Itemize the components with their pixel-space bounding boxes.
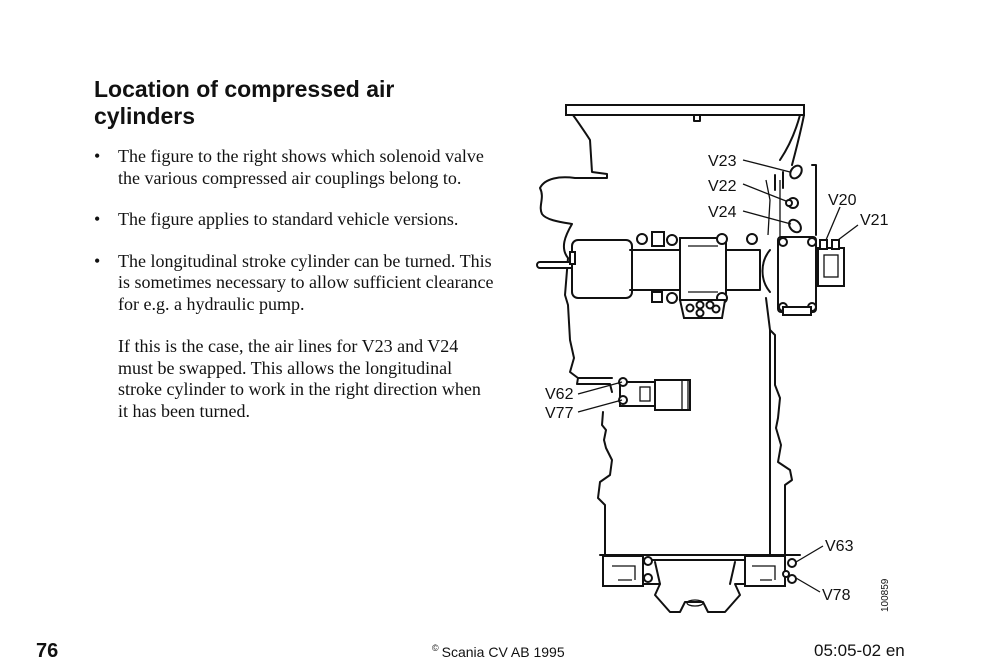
bullet-marker: •	[94, 146, 101, 166]
bullet-item: • The longitudinal stroke cylinder can b…	[94, 251, 494, 423]
split-cylinder	[629, 231, 771, 319]
pto-cylinder	[577, 377, 691, 411]
leader-v22	[742, 183, 787, 202]
bullet-text: The longitudinal stroke cylinder can be …	[118, 250, 494, 314]
housing-outline-left-lower	[597, 411, 613, 556]
leader-v23	[742, 159, 791, 173]
callout-v23: V23	[708, 153, 737, 170]
figure-number: 100859	[880, 578, 891, 612]
leader-v62	[577, 381, 623, 395]
callout-v24: V24	[708, 204, 737, 221]
gearbox-diagram: V23 V22 V24 V20 V21 V62 V77 V63 V78 1008…	[530, 95, 910, 625]
bullet-item: • The figure to the right shows which so…	[94, 146, 494, 189]
leader-v77	[577, 399, 623, 413]
leader-v78	[795, 577, 821, 593]
document-code: 05:05-02 en	[814, 641, 905, 660]
valve-v24	[788, 218, 802, 234]
longitudinal-stroke-cylinder	[777, 236, 845, 316]
housing-outline-mid	[765, 297, 793, 556]
callout-v78: V78	[822, 587, 851, 604]
valve-v22	[785, 197, 799, 209]
copyright-symbol: ©	[432, 643, 439, 653]
page-number: 76	[36, 640, 59, 662]
callout-v62: V62	[545, 386, 574, 403]
bullet-item: • The figure applies to standard vehicle…	[94, 209, 494, 231]
bullet-marker: •	[94, 250, 101, 271]
callout-v20: V20	[828, 192, 857, 209]
copyright-text: Scania CV AB 1995	[441, 644, 565, 660]
leader-v24	[742, 210, 792, 225]
bullet-marker: •	[94, 209, 101, 229]
bullet-list: • The figure to the right shows which so…	[94, 146, 494, 442]
bullet-text: The figure applies to standard vehicle v…	[118, 209, 459, 229]
range-cylinder	[536, 239, 633, 299]
bullet-text-note: If this is the case, the air lines for V…	[118, 336, 481, 421]
valve-v23	[789, 164, 803, 180]
callout-v22: V22	[708, 178, 737, 195]
leader-v21	[837, 224, 859, 241]
copyright-notice: ©Scania CV AB 1995	[432, 643, 565, 660]
leader-v63	[795, 545, 824, 563]
leader-v20	[825, 206, 841, 241]
clutch-housing-flange	[565, 104, 805, 122]
section-heading: Location of compressed air cylinders	[94, 76, 395, 129]
callout-v77: V77	[545, 405, 574, 422]
housing-outline-top-right	[779, 114, 805, 166]
bottom-assembly	[599, 554, 801, 613]
valve-block-outline	[774, 164, 817, 236]
gearbox-diagram-svg: V23 V22 V24 V20 V21 V62 V77 V63 V78 1008…	[536, 104, 891, 613]
callout-v63: V63	[825, 538, 854, 555]
bullet-text: The figure to the right shows which sole…	[118, 146, 484, 188]
callout-v21: V21	[860, 212, 889, 229]
housing-outline-left	[539, 114, 613, 393]
air-line	[765, 179, 781, 240]
